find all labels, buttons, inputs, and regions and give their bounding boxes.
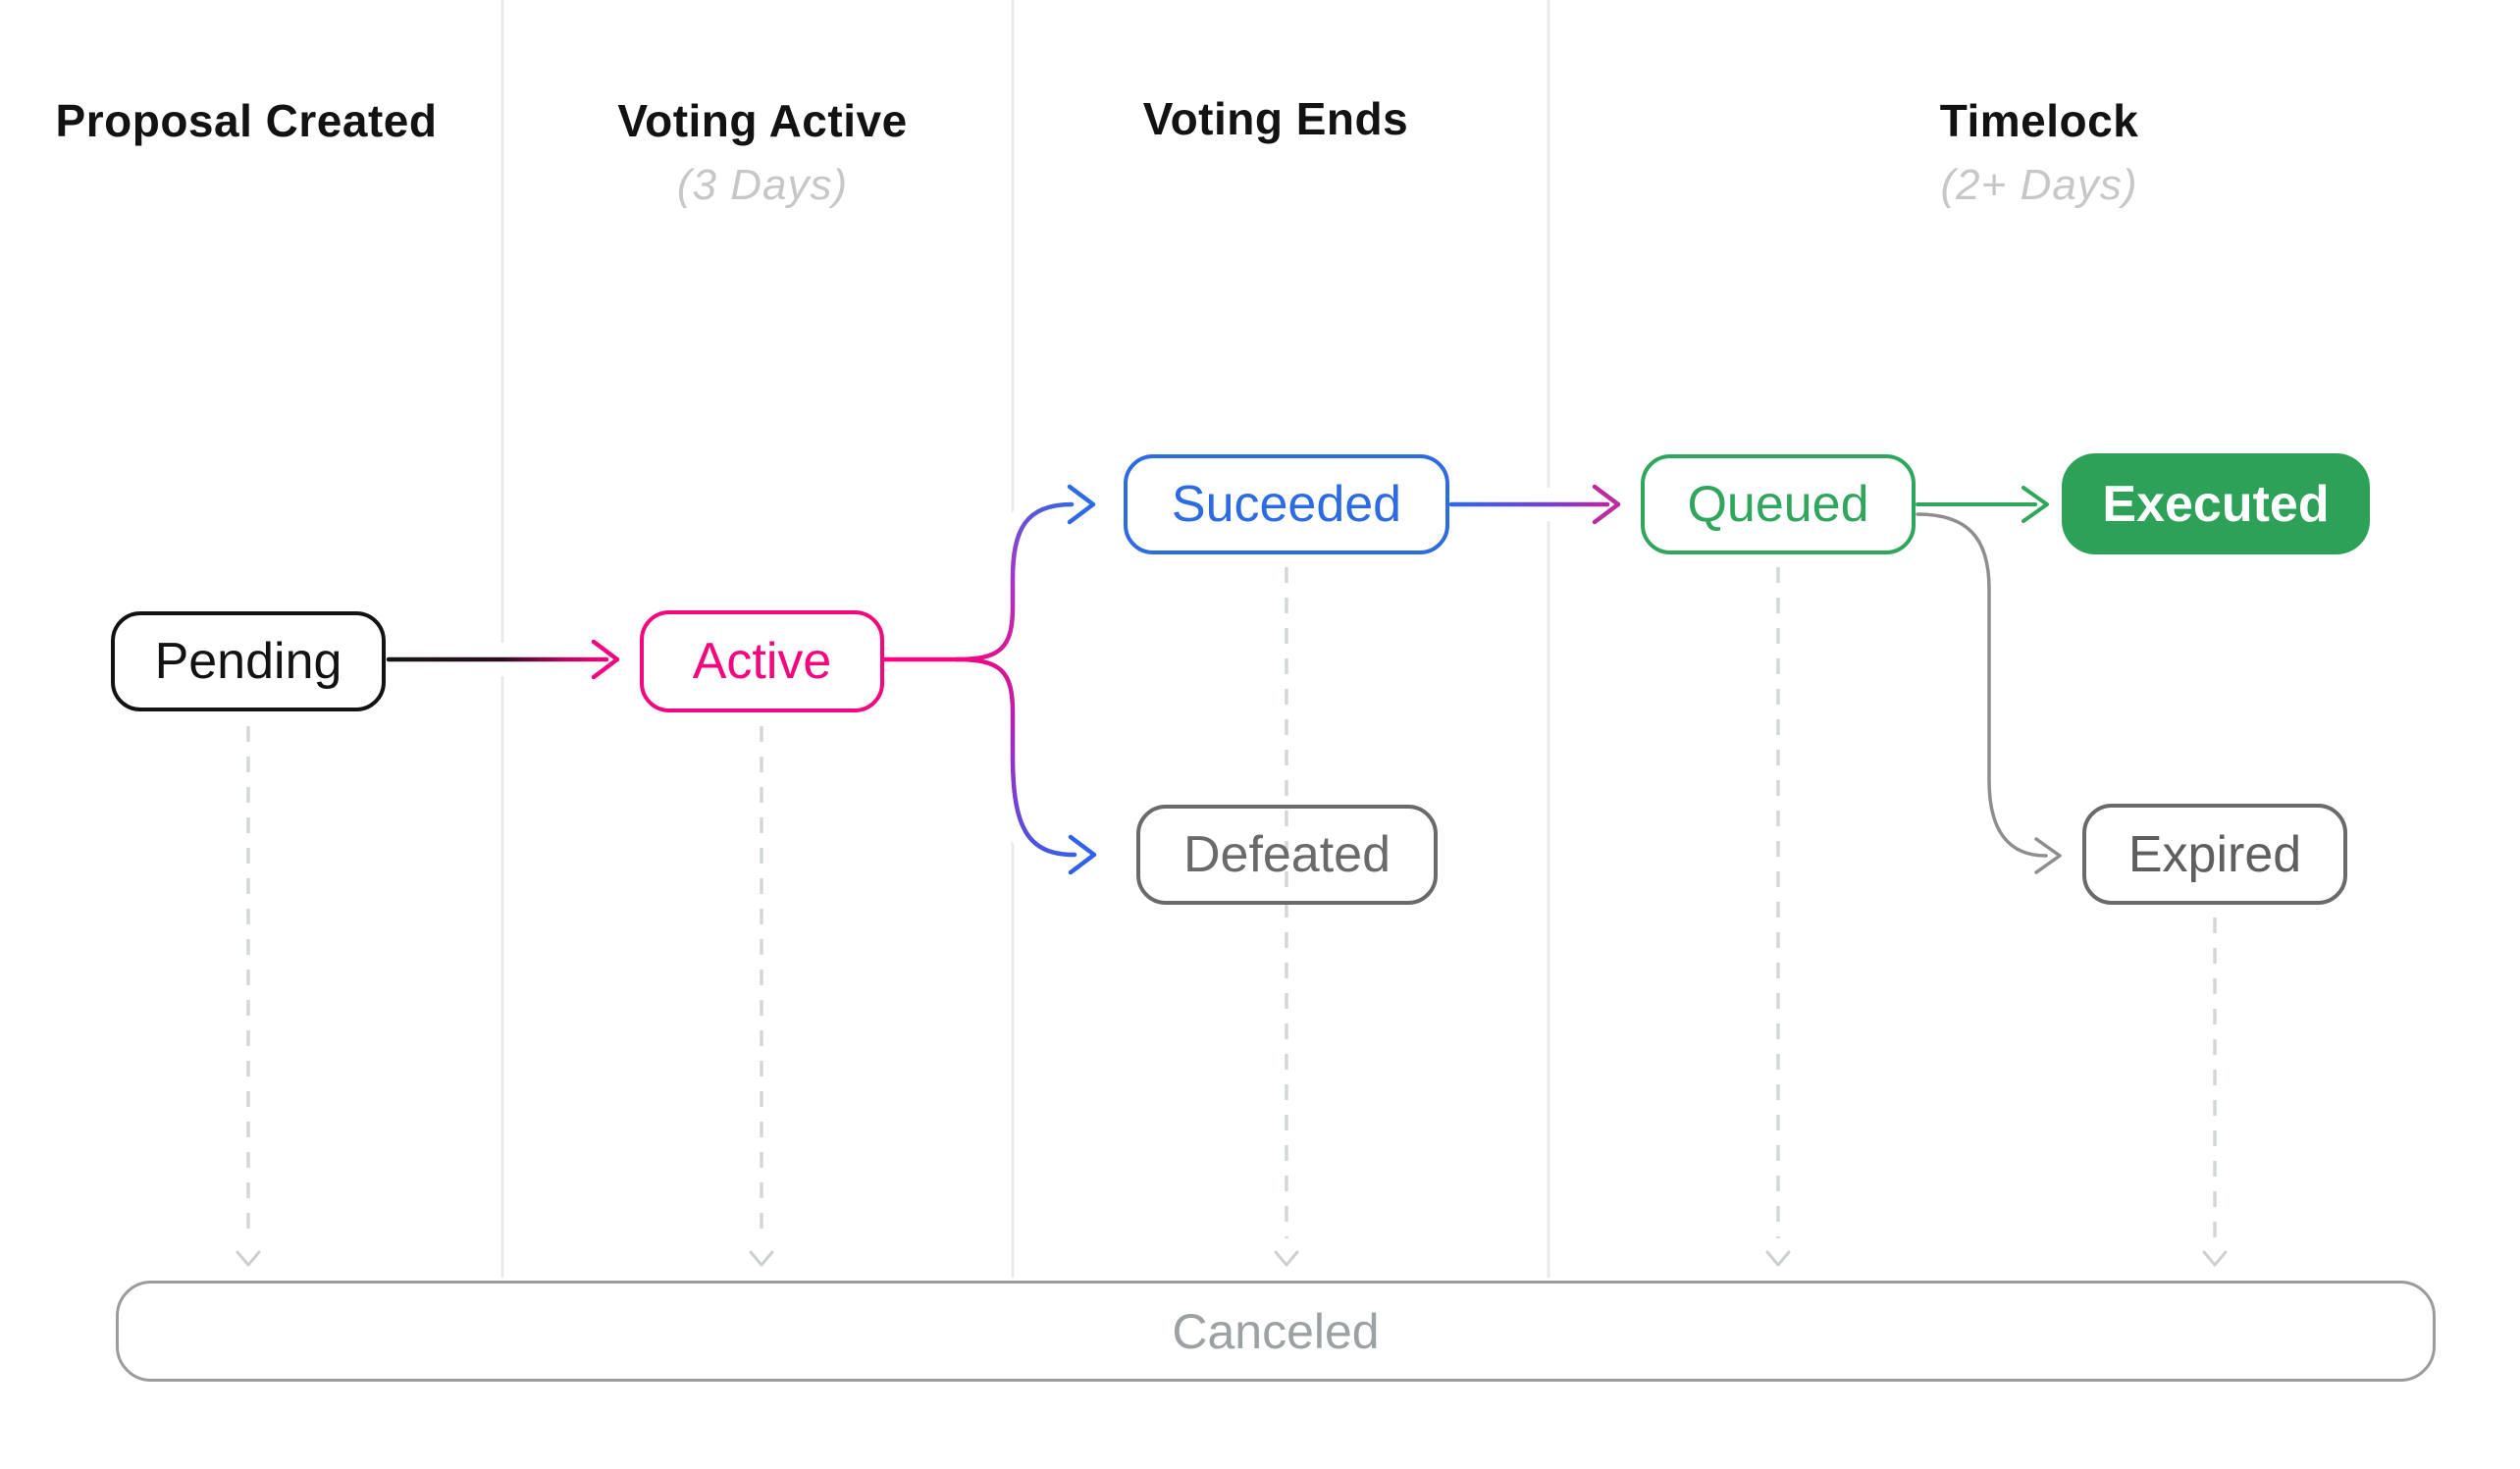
edge-active-defeated xyxy=(954,656,1077,858)
arrow-casings xyxy=(372,488,1631,871)
column-header-voting-ends: Voting Ends xyxy=(1142,93,1409,144)
edge-succeeded-queued-arrowhead-icon xyxy=(1592,484,1621,525)
edge-queued-executed-arrowhead-icon xyxy=(2021,486,2049,523)
edge-active-succeeded-arrowhead-icon xyxy=(1067,484,1096,525)
node-defeated: Defeated xyxy=(1136,805,1438,905)
column-header-proposal-created: Proposal Created xyxy=(55,95,438,146)
node-expired: Expired xyxy=(2082,804,2347,905)
edge-queued-expired xyxy=(1916,512,2048,858)
node-canceled: Canceled xyxy=(116,1281,2436,1382)
edge-pending-active-arrowhead-icon xyxy=(591,639,620,680)
column-subtitle-voting-active: (3 Days) xyxy=(676,161,849,209)
node-succeeded: Suceeded xyxy=(1124,454,1449,554)
edge-queued-expired-arrowhead-icon xyxy=(2034,837,2062,874)
node-pending: Pending xyxy=(111,611,386,711)
column-subtitle-timelock: (2+ Days) xyxy=(1940,161,2138,209)
edge-active-defeated-arrowhead-icon xyxy=(1068,834,1097,875)
node-active: Active xyxy=(640,610,884,712)
column-header-voting-active: Voting Active xyxy=(617,95,908,146)
drop-arrowheads xyxy=(236,1250,2228,1267)
column-header-timelock: Timelock xyxy=(1939,95,2139,146)
node-executed: Executed xyxy=(2062,453,2370,554)
node-queued: Queued xyxy=(1641,454,1916,554)
edge-active-succeeded xyxy=(954,501,1075,662)
